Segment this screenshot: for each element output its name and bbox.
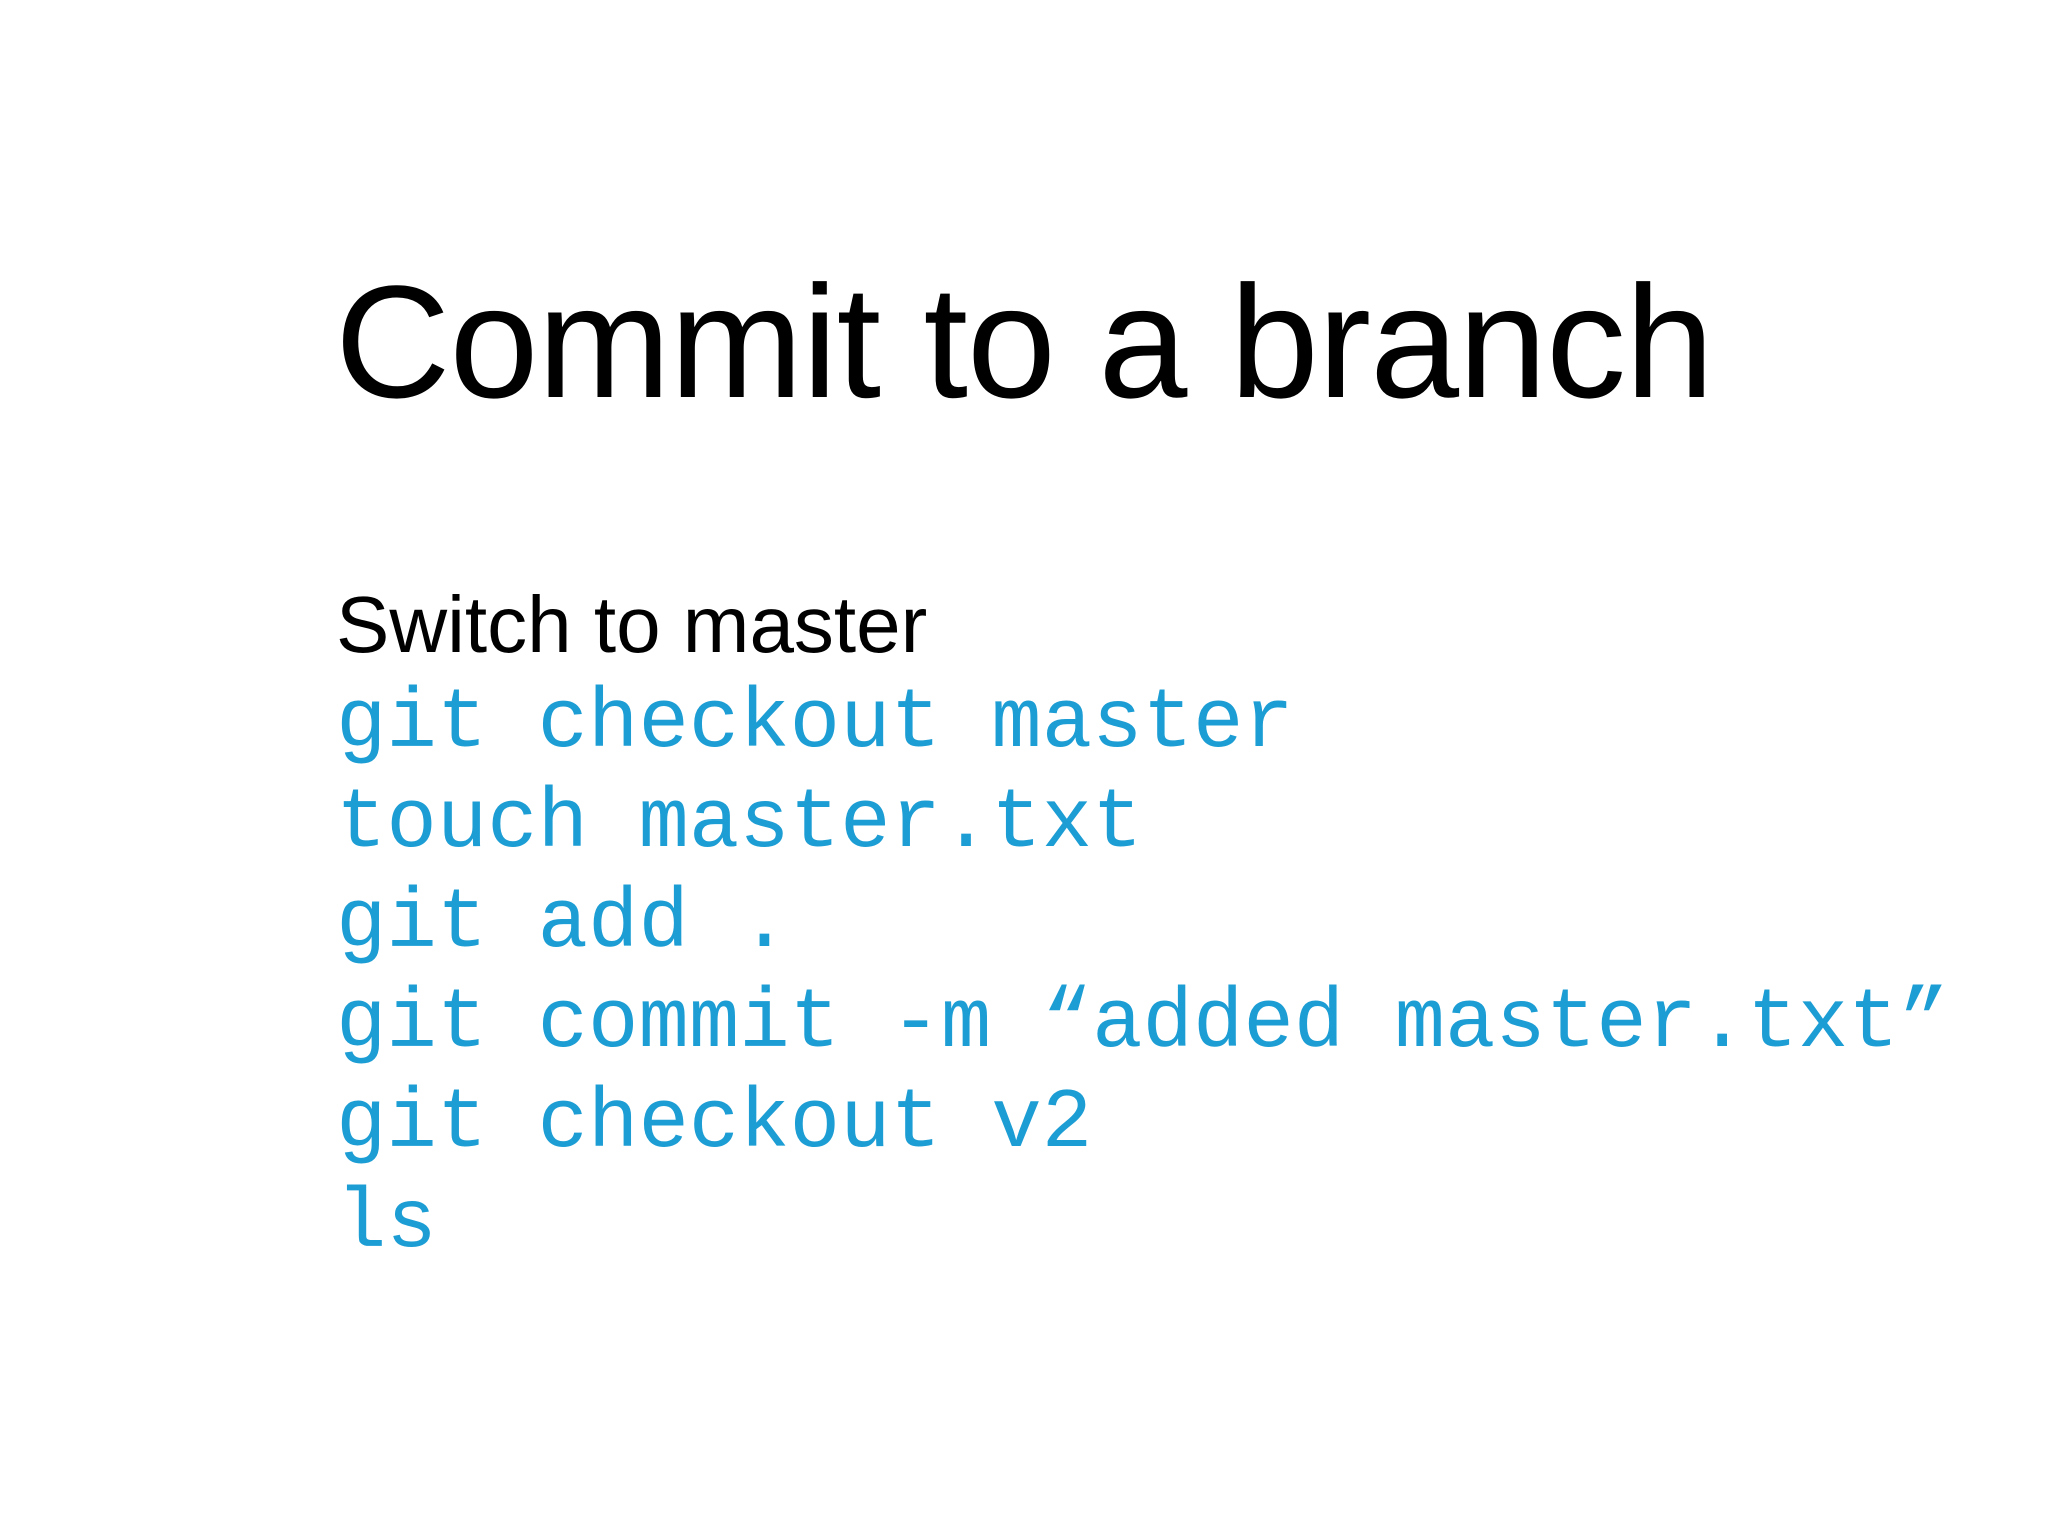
slide-title: Commit to a branch [334,252,1714,432]
intro-text: Switch to master [336,580,928,669]
code-line-git-commit: git commit -m “added master.txt” [336,977,1950,1072]
slide-body: Switch to master git checkout master tou… [336,575,2016,1275]
code-line-ls: ls [336,1177,437,1272]
code-line-touch-master-txt: touch master.txt [336,777,1143,872]
code-line-git-checkout-master: git checkout master [336,677,1294,772]
code-line-git-add: git add . [336,877,790,972]
code-line-git-checkout-v2: git checkout v2 [336,1077,1093,1172]
